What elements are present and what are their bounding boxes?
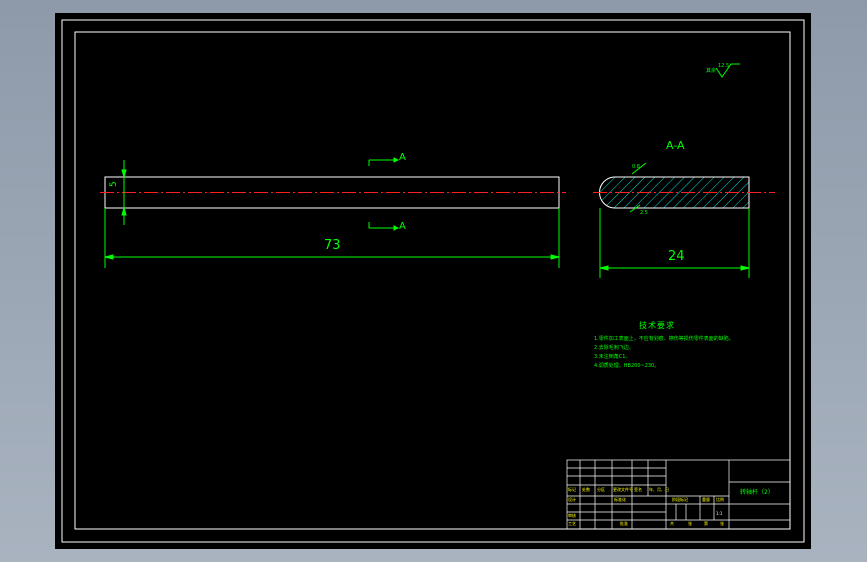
- section-view: [593, 162, 775, 278]
- diameter-dimension: [121, 160, 127, 225]
- part-name: 转轴杆（2）: [740, 489, 774, 496]
- tb-label-weight: 重量: [702, 497, 710, 502]
- section-mark-bottom: A: [399, 221, 406, 232]
- section-profile: [599, 176, 750, 209]
- title-block: [566, 459, 791, 530]
- tb-label-review: 审核: [568, 513, 576, 518]
- tech-requirement-2: 2.去除毛刺飞边。: [594, 345, 634, 351]
- surface-finish-symbol: [715, 63, 740, 78]
- section-width-dimension: [599, 208, 750, 278]
- main-view: [100, 157, 566, 268]
- tech-requirements-title: 技术要求: [639, 321, 675, 330]
- tb-label-total: 共: [670, 521, 674, 526]
- tb-label-approve: 批准: [620, 521, 628, 526]
- tb-label-date: 年、月、日: [649, 487, 669, 492]
- tb-label-count: 处数: [582, 487, 590, 492]
- radius-label: 2.5: [640, 210, 648, 216]
- tb-label-sign: 签名: [634, 487, 642, 492]
- tb-label-process: 工艺: [568, 521, 576, 526]
- surface-finish-text: 其余: [706, 68, 717, 74]
- tb-label-stage: 阶段标记: [672, 497, 688, 502]
- tb-label-sheets: 张: [688, 521, 692, 526]
- tech-requirement-1: 1.零件加工表面上，不应有划痕、擦伤等损伤零件表面的缺陷。: [594, 336, 734, 342]
- section-mark-top: A: [399, 152, 406, 163]
- outer-border: [61, 19, 805, 543]
- section-width-dim-text: 24: [668, 249, 685, 264]
- inner-border: [74, 31, 791, 530]
- tb-scale-value: 1:1: [716, 511, 723, 516]
- tb-label-standard: 标准化: [614, 497, 626, 502]
- chamfer-leader: [631, 162, 647, 175]
- length-dim-text: 73: [324, 238, 341, 253]
- tech-requirement-4: 4.调质处理，HB200~230。: [594, 363, 660, 369]
- tb-label-design: 设计: [568, 497, 576, 502]
- tb-label-scale: 比例: [716, 497, 724, 502]
- tb-label-sheet: 张: [720, 521, 724, 526]
- diameter-dim-text: 5: [109, 181, 119, 187]
- section-view-title: A-A: [666, 139, 685, 152]
- chamfer-label: 0.8: [632, 164, 640, 170]
- surface-finish-value: 12.5: [718, 63, 730, 69]
- tb-label-change: 更改文件号: [613, 487, 633, 492]
- length-dimension: [104, 208, 560, 268]
- radius-leader: [629, 204, 641, 213]
- tb-label-sheet-no: 第: [704, 521, 708, 526]
- tb-label-mark: 标记: [568, 487, 576, 492]
- section-cut-bottom: [368, 222, 400, 231]
- section-cut-top: [368, 157, 400, 166]
- tech-requirement-3: 3.未注倒角C1。: [594, 354, 631, 360]
- tb-label-zone: 分区: [597, 487, 605, 492]
